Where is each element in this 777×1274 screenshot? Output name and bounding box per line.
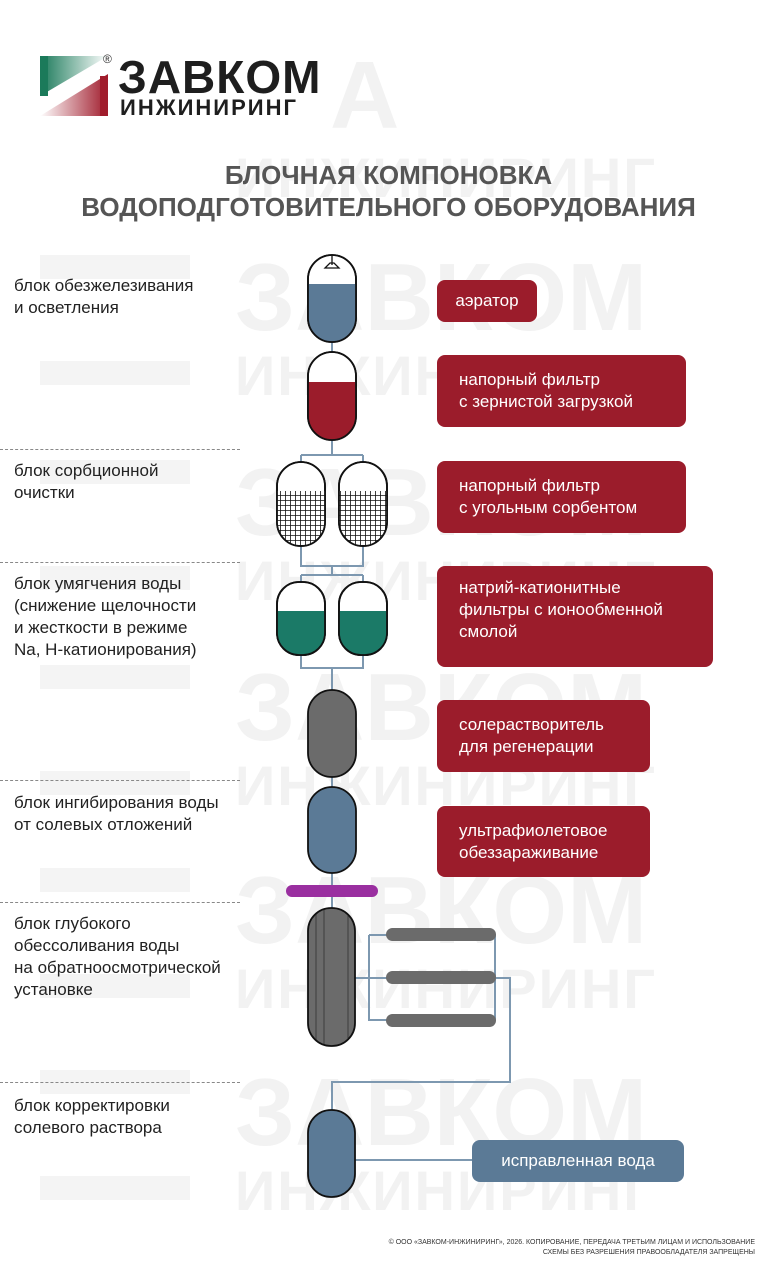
correction-vessel	[307, 1109, 356, 1198]
ro-vessel	[307, 907, 356, 1047]
softening-vessels	[276, 581, 388, 656]
vessels	[276, 254, 496, 1198]
ro-membranes	[386, 928, 496, 1027]
logo-subname: ИНЖИНИРИНГ	[120, 95, 298, 120]
divider	[0, 902, 240, 903]
aerator-vessel	[307, 254, 357, 343]
divider	[0, 780, 240, 781]
divider	[0, 449, 240, 450]
inhibitor-vessel	[307, 786, 357, 874]
carbon-filter-vessels	[276, 461, 388, 547]
salt-dissolver-vessel	[307, 689, 357, 778]
pressure-filter-vessel	[307, 351, 357, 441]
logo-name: ЗАВКОМ	[118, 51, 322, 103]
equipment-aerator: аэратор	[437, 280, 537, 322]
copyright: © ООО «ЗАВКОМ-ИНЖИНИРИНГ», 2026. КОПИРОВ…	[388, 1239, 755, 1256]
uv-lamp	[286, 885, 378, 897]
logo-mark	[40, 56, 108, 116]
page-title-line2: ВОДОПОДГОТОВИТЕЛЬНОГО ОБОРУДОВАНИЯ	[81, 192, 696, 222]
page-title-line1: БЛОЧНАЯ КОМПОНОВКА	[224, 160, 553, 190]
equipment-output-water: исправленная вода	[472, 1140, 684, 1182]
registered-mark: ®	[103, 52, 112, 66]
divider	[0, 562, 240, 563]
divider	[0, 1082, 240, 1083]
